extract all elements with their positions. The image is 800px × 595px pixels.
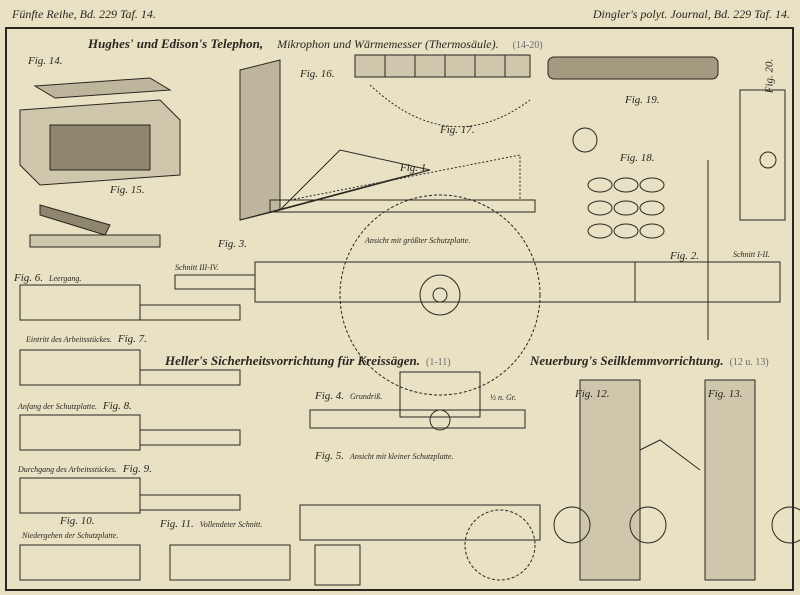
fig4-row: Fig. 4. Grundriß. — [315, 390, 382, 402]
label-fig14: Fig. 14. — [28, 55, 63, 67]
fig5-drawing — [299, 504, 541, 586]
label-fig6: Fig. 6. — [14, 272, 44, 284]
label-fig4: Fig. 4. — [315, 390, 345, 402]
fig11-row: Fig. 11. Vollendeter Schnitt. — [160, 518, 262, 530]
fig7-row: Eintritt des Arbeitsstückes. Fig. 7. — [26, 333, 147, 345]
label-fig1: Fig. 1. — [400, 162, 430, 174]
fig8-row: Anfang der Schutzplatte. Fig. 8. — [18, 400, 132, 412]
fig14-drawing — [19, 77, 181, 186]
label-fig8: Fig. 8. — [102, 400, 132, 412]
label-fig5: Fig. 5. — [315, 450, 345, 462]
caption-kleiner: Ansicht mit kleiner Schutzplatte. — [350, 452, 454, 461]
plate-frame — [5, 27, 794, 591]
header-left: Fünfte Reihe, Bd. 229 Taf. 14. — [12, 7, 156, 21]
caption-schnitt34: Schnitt III-IV. — [175, 263, 219, 272]
caption-niedergehen: Niedergehen der Schutzplatte. — [22, 531, 119, 540]
heller-title-row: Heller's Sicherheitsvorrichtung für Krei… — [165, 353, 451, 369]
fig20-drawing — [739, 89, 786, 221]
title-heller-range: (1-11) — [425, 357, 451, 368]
neuerburg-title-row: Neuerburg's Seilklemmvorrichtung. (12 u.… — [530, 353, 769, 369]
label-fig19: Fig. 19. — [625, 94, 660, 106]
fig2-drawing — [634, 160, 781, 340]
figs-6-11-drawings — [19, 284, 291, 581]
fig13-drawing — [639, 379, 800, 581]
title-telephon: Hughes' und Edison's Telephon, — [88, 36, 264, 51]
fig5-row: Fig. 5. Ansicht mit kleiner Schutzplatte… — [315, 450, 454, 462]
title-heller: Heller's Sicherheitsvorrichtung für Krei… — [165, 353, 420, 368]
label-fig17: Fig. 17. — [440, 124, 475, 136]
fig12-drawing — [553, 379, 667, 581]
title-mikrophon-range: (14-20) — [512, 40, 543, 51]
label-fig16: Fig. 16. — [300, 68, 335, 80]
caption-leergang: Leergang. — [49, 274, 82, 283]
caption-groesster: Ansicht mit größter Schutzplatte. — [365, 236, 471, 245]
fig9-row: Durchgang des Arbeitsstückes. Fig. 9. — [18, 463, 152, 475]
label-fig7: Fig. 7. — [117, 333, 147, 345]
fig19-drawing — [547, 56, 719, 153]
title-neuerburg: Neuerburg's Seilklemmvorrichtung. — [530, 353, 724, 368]
header-right: Dingler's polyt. Journal, Bd. 229 Taf. 1… — [592, 7, 790, 21]
title-mikrophon: Mikrophon und Wärmemesser (Thermosäule). — [277, 37, 499, 51]
fig16-drawing — [239, 59, 431, 221]
caption-vollendet: Vollendeter Schnitt. — [199, 520, 263, 529]
caption-anfang: Anfang der Schutzplatte. — [18, 402, 97, 411]
label-fig13: Fig. 13. — [708, 388, 743, 400]
label-fig3: Fig. 3. — [218, 238, 248, 250]
fig15-drawing — [29, 204, 161, 248]
caption-durchgang: Durchgang des Arbeitsstückes. — [18, 465, 117, 474]
fig3-drawing — [174, 274, 256, 290]
label-fig9: Fig. 9. — [122, 463, 152, 475]
caption-eintritt: Eintritt des Arbeitsstückes. — [26, 335, 112, 344]
label-fig2: Fig. 2. — [670, 250, 700, 262]
label-fig12: Fig. 12. — [575, 388, 610, 400]
label-fig15: Fig. 15. — [110, 184, 145, 196]
label-fig10: Fig. 10. — [60, 515, 95, 527]
fig4-drawing — [309, 371, 526, 431]
fig17-drawing — [354, 54, 531, 128]
title-neuerburg-range: (12 u. 13) — [729, 357, 769, 368]
label-fig11: Fig. 11. — [160, 518, 194, 530]
label-fig20: Fig. 20. — [763, 58, 776, 94]
caption-scale: ½ n. Gr. — [490, 393, 517, 402]
fig6-row: Fig. 6. Leergang. — [14, 272, 81, 284]
caption-schnitt12: Schnitt I-II. — [733, 250, 770, 259]
label-fig18: Fig. 18. — [620, 152, 655, 164]
caption-grundriss: Grundriß. — [350, 392, 383, 401]
fig18-drawing — [587, 177, 665, 239]
top-titles: Hughes' und Edison's Telephon, Mikrophon… — [88, 36, 543, 52]
